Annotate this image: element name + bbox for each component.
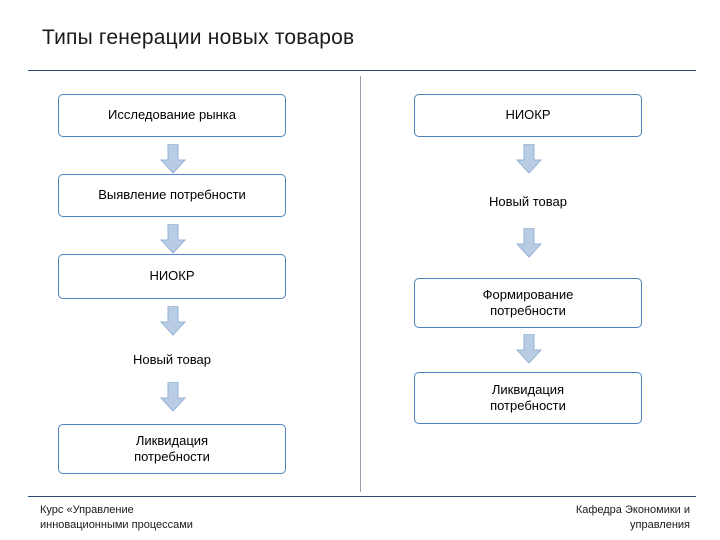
down-arrow-right-2	[516, 228, 542, 258]
node-left-4: Новый товар	[133, 351, 211, 367]
down-arrow-right-3	[516, 334, 542, 364]
footer-right-text: Кафедра Экономики и управления	[575, 504, 690, 531]
down-arrow-left-4	[160, 382, 186, 412]
node-right-1[interactable]: НИОКР	[414, 94, 642, 137]
footer-left-text: Курс «Управление инновационными процесса…	[40, 504, 193, 531]
node-right-4[interactable]: Ликвидация потребности	[414, 372, 642, 424]
down-arrow-left-1	[160, 144, 186, 174]
title-divider	[28, 70, 696, 71]
page-title: Типы генерации новых товаров	[42, 26, 355, 49]
node-left-1[interactable]: Исследование рынка	[58, 94, 286, 137]
footer-divider	[28, 496, 696, 497]
down-arrow-left-3	[160, 306, 186, 336]
node-left-2[interactable]: Выявление потребности	[58, 174, 286, 217]
down-arrow-right-1	[516, 144, 542, 174]
node-right-3[interactable]: Формирование потребности	[414, 278, 642, 328]
down-arrow-left-2	[160, 224, 186, 254]
node-left-5[interactable]: Ликвидация потребности	[58, 424, 286, 474]
node-left-3[interactable]: НИОКР	[58, 254, 286, 299]
column-divider	[360, 76, 361, 492]
node-right-2: Новый товар	[489, 193, 567, 209]
